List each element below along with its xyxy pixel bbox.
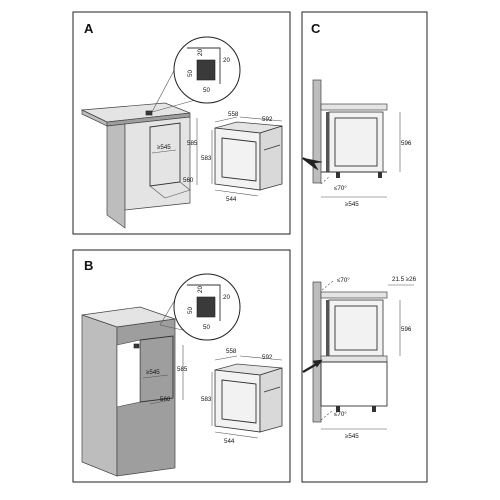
side-wall-upper	[312, 79, 322, 184]
svg-text:558: 558	[228, 111, 239, 118]
svg-text:≥545: ≥545	[157, 144, 171, 151]
svg-text:50: 50	[203, 87, 210, 94]
svg-text:≥545: ≥545	[345, 433, 359, 440]
svg-text:≤70°: ≤70°	[337, 277, 350, 284]
svg-text:560: 560	[183, 177, 194, 184]
svg-text:20: 20	[197, 49, 204, 56]
column-side	[81, 314, 118, 477]
svg-text:20: 20	[197, 286, 204, 293]
oven-front	[259, 125, 283, 191]
svg-text:544: 544	[224, 438, 235, 445]
cabinet-front	[124, 116, 191, 211]
panel-c: C 596 ≤70° ≥545 ≤70° 21.5 ≥26	[301, 11, 428, 483]
svg-text:585: 585	[187, 140, 198, 147]
svg-text:583: 583	[201, 155, 212, 162]
svg-text:≤70°: ≤70°	[334, 185, 347, 192]
side-oven-lower	[328, 299, 384, 357]
oven-b-front	[259, 367, 283, 433]
svg-text:≥545: ≥545	[146, 369, 160, 376]
svg-text:558: 558	[226, 348, 237, 355]
panel-c-frame	[301, 11, 428, 483]
panel-b-letter: B	[84, 258, 93, 273]
cutout-square	[196, 59, 216, 81]
svg-text:50: 50	[203, 324, 210, 331]
svg-text:560: 560	[160, 396, 171, 403]
svg-text:596: 596	[401, 140, 412, 147]
svg-text:20: 20	[223, 57, 230, 64]
svg-text:20: 20	[223, 294, 230, 301]
svg-text:583: 583	[201, 396, 212, 403]
svg-text:≤70°: ≤70°	[334, 411, 347, 418]
svg-text:21.5 ≥26: 21.5 ≥26	[392, 276, 417, 283]
panel-a: A 20 50 20 50 585 ≥545 560 55	[72, 11, 291, 235]
svg-text:50: 50	[187, 70, 194, 77]
panel-b: B 20 50 20 50 585 ≥545 560 558 592	[72, 249, 291, 483]
svg-text:50: 50	[187, 307, 194, 314]
side-oven-upper	[328, 111, 384, 173]
svg-text:596: 596	[401, 326, 412, 333]
cable-opening	[145, 110, 153, 116]
svg-text:544: 544	[226, 196, 237, 203]
panel-c-letter: C	[311, 21, 321, 36]
svg-text:585: 585	[177, 366, 188, 373]
side-wall-lower	[312, 281, 322, 423]
panel-b-frame	[72, 249, 291, 483]
svg-text:≥545: ≥545	[345, 201, 359, 208]
svg-text:592: 592	[262, 354, 273, 361]
panel-a-frame	[72, 11, 291, 235]
panel-a-letter: A	[84, 21, 94, 36]
cabinet-side	[106, 123, 126, 229]
